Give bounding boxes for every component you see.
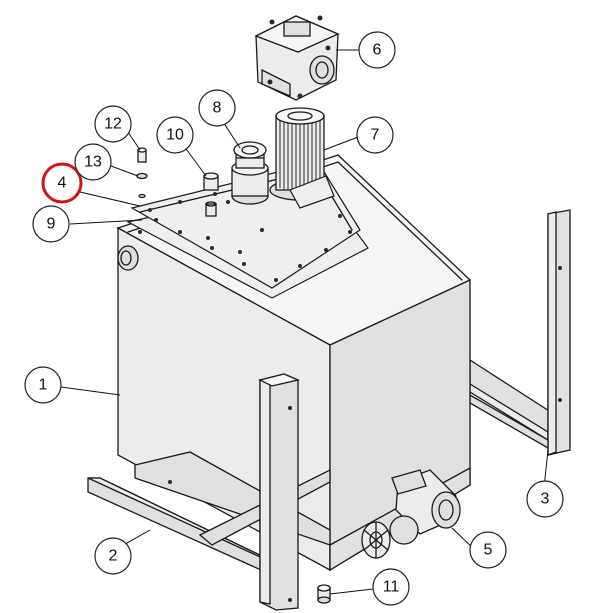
callout-1-label: 1 xyxy=(39,377,48,394)
drain-valve xyxy=(361,469,461,559)
level-fitting xyxy=(203,172,219,217)
callout-3: 3 xyxy=(526,480,564,518)
screw-and-washer xyxy=(136,147,148,199)
callout-2-label: 2 xyxy=(109,548,118,565)
callout-10-label: 10 xyxy=(166,127,184,144)
callout-5: 5 xyxy=(469,531,507,569)
filter-head xyxy=(254,15,340,101)
callout-2: 2 xyxy=(94,537,132,575)
callout-6: 6 xyxy=(358,31,396,69)
callout-9-label: 9 xyxy=(47,216,56,233)
callout-13-label: 13 xyxy=(84,154,102,171)
callout-3-label: 3 xyxy=(541,491,550,508)
right-stand xyxy=(469,209,571,456)
callout-12-label: 12 xyxy=(104,116,122,133)
callout-10: 10 xyxy=(156,116,194,154)
callout-8-label: 8 xyxy=(213,100,222,117)
callout-1: 1 xyxy=(24,366,62,404)
callout-8: 8 xyxy=(198,89,236,127)
callout-11: 11 xyxy=(372,568,410,606)
callout-4-label: 4 xyxy=(58,175,67,192)
callout-7: 7 xyxy=(356,116,394,154)
callout-6-label: 6 xyxy=(373,42,382,59)
callout-5-label: 5 xyxy=(484,542,493,559)
callout-11-label: 11 xyxy=(383,579,400,596)
callout-13: 13 xyxy=(74,143,112,181)
filter-ribs xyxy=(279,118,321,190)
callout-9: 9 xyxy=(32,205,70,243)
callout-4: 4 xyxy=(41,162,83,204)
callout-12: 12 xyxy=(94,105,132,143)
left-stand xyxy=(87,373,331,611)
callout-7-label: 7 xyxy=(371,127,380,144)
filler-breather xyxy=(231,141,269,205)
drain-plug xyxy=(317,584,331,604)
return-filter xyxy=(269,107,335,209)
